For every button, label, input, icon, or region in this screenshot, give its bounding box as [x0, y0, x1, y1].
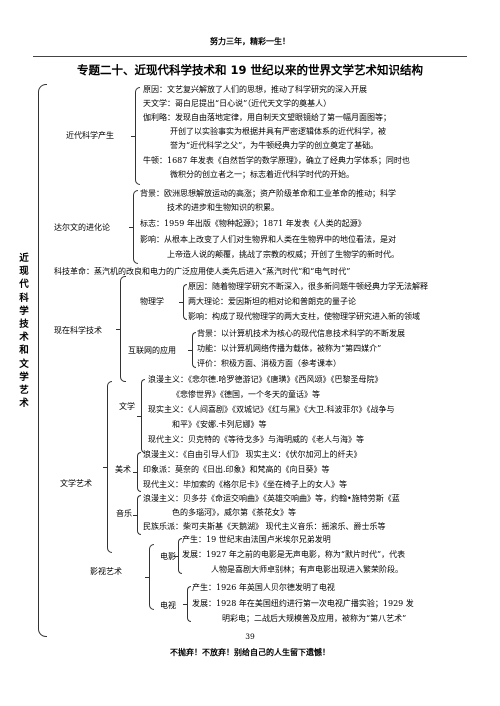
modern-science-line: 微积分的创立者之一；标志着近代科学时代的开始。 [170, 170, 354, 179]
label-music: 音乐 [116, 509, 132, 518]
literature-line: 现代主义：贝克特的《等待戈多》与海明威的《老人与海》等 [148, 435, 364, 444]
brace-film [174, 538, 182, 574]
darwin-line: 背景：欧洲思想解放运动的高涨；资产阶级革命和工业革命的推动；科学 [140, 189, 396, 198]
side-title-char: 术 [19, 332, 29, 344]
physics-line: 原因：随着物理学研究不断深入，很多新问题牛顿经典力学无法解释 [188, 282, 428, 291]
label-modern-science: 近代科学产生 [66, 131, 114, 140]
tv-line: 明彩电；二战后大规模普及应用，被称为“第八艺术” [222, 614, 407, 623]
modern-science-line: 原因：文艺复兴解放了人们的思想，推动了科学研究的深入开展 [143, 85, 367, 94]
darwin-line: 标志：1959 年出版《物种起源》；1871 年发表《人类的起源》 [140, 219, 366, 228]
brace-tv [183, 586, 191, 622]
internet-line: 评价：积极方面、消极方面（参考课本） [197, 359, 341, 368]
music-line: 民族乐派：柴可夫斯基《天鹅湖》 现代主义音乐：摇滚乐、爵士乐等 [143, 522, 386, 531]
side-title-char: 学 [19, 305, 29, 317]
label-internet: 互联网的应用 [128, 346, 176, 355]
label-film-tv: 影视艺术 [90, 567, 122, 576]
label-literature: 文学 [119, 402, 135, 411]
tech-revolution-line: 科技革命：蒸汽机的改良和电力的广泛应用使人类先后进入“蒸汽时代”和“电气时代” [54, 267, 351, 276]
brace-literature [137, 379, 145, 453]
film-line: 产生：19 世纪末由法国卢米埃尔兄弟发明 [182, 535, 331, 544]
literature-line: 现实主义：《人间喜剧》《双城记》《红与黑》《大卫.科波菲尔》《战争与 [148, 405, 395, 414]
label-film: 电影 [160, 552, 176, 561]
music-line: 浪漫主义：贝多芬《命运交响曲》《英雄交响曲》等，约翰•施特劳斯《蓝 [143, 494, 400, 503]
side-vertical-title: 近 现 代 科 学 技 术 和 文 学 艺 术 [18, 252, 30, 410]
brace-film-tv [145, 544, 154, 610]
tv-line: 发展：1928 年在美国纽约进行第一次电视广播实验；1929 发 [192, 599, 414, 608]
brace-music [133, 495, 141, 535]
page-number: 39 [245, 632, 255, 641]
side-title-char: 术 [19, 398, 29, 410]
label-darwin: 达尔文的进化论 [54, 223, 110, 232]
header-divider [33, 56, 467, 57]
label-fine-art: 美术 [115, 465, 131, 474]
page-title: 专题二十、近现代科学技术和 19 世纪以来的世界文学艺术知识结构 [76, 63, 423, 77]
header-motto: 努力三年，精彩一生！ [210, 37, 290, 46]
music-line: 色的多瑙河》，威尔第《茶花女》等 [172, 508, 296, 517]
darwin-line: 技术的进步和生物知识的积累。 [167, 203, 279, 212]
label-physics: 物理学 [140, 297, 164, 306]
brace-physics [179, 284, 187, 320]
brace-modern-science [131, 87, 140, 185]
modern-science-line: 牛顿：1687 年发表《自然哲学的数学原理》，确立了经典力学体系；同时也 [143, 156, 410, 165]
literature-line: 浪漫主义：《悲尔德.哈罗德游记》《唐璜》《西风颂》《巴黎圣母院》 [148, 375, 383, 384]
fine-art-line: 现代主义：毕加索的《格尔尼卡》《坐在椅子上的女人》等 [143, 480, 347, 489]
label-tv: 电视 [160, 601, 176, 610]
modern-science-line: 天文学：哥白尼提出“日心说”（近代天文学的奠基人） [143, 99, 332, 108]
tv-line: 产生：1926 年英国人贝尔德发明了电视 [192, 583, 335, 592]
film-line: 发展：1927 年之前的电影是无声电影，称为“默片时代”，代表 [182, 550, 406, 559]
internet-line: 背景：以计算机技术为核心的现代信息技术科学的不断发展 [197, 329, 405, 338]
side-title-char: 近 [19, 253, 29, 264]
film-line: 人物是喜剧大师卓别林；有声电影出现进入繁荣阶段。 [211, 565, 403, 574]
literature-line: 和平》《安娜.卡列尼娜》等 [172, 420, 267, 429]
fine-art-line: 浪漫主义：《自由引导人们》 现实主义：《伏尔加河上的纤夫》 [143, 450, 362, 459]
side-title-char: 现 [19, 266, 29, 278]
literature-line: 《悲惨世界》《德国，一个冬天的童话》等 [172, 390, 320, 399]
internet-line: 功能：以计算机网络传播为载体，被称为“第四媒介” [197, 344, 382, 353]
side-title-char: 和 [19, 345, 29, 357]
modern-science-line: 誉为“近代科学之父”，为牛顿经典力学的创立奠定了基础。 [170, 141, 379, 150]
brace-internet [188, 332, 196, 368]
darwin-line: 上帝造人说的颠覆，挑战了宗教的权威；开创了生物学的新时代。 [167, 250, 399, 259]
main-brace [38, 84, 47, 637]
footer-motto: 不抛弃！不放弃！别给自己的人生留下遗憾！ [170, 648, 330, 657]
side-title-char: 科 [19, 292, 29, 304]
side-title-char: 技 [19, 319, 29, 331]
label-literature-art: 文学艺术 [60, 479, 92, 488]
darwin-line: 影响：从根本上改变了人们对生物界和人类在生物界中的地位看法，是对 [140, 235, 396, 244]
side-title-char: 学 [19, 371, 29, 383]
brace-fine-art [133, 452, 141, 492]
fine-art-line: 印象派：莫奈的《日出.印象》和梵高的《向日葵》等 [143, 465, 330, 474]
brace-darwin [129, 190, 138, 264]
side-title-char: 艺 [19, 385, 29, 397]
physics-line: 影响：构成了现代物理学的两大支柱，使物理学研究进入新的领域 [188, 312, 420, 321]
modern-science-line: 开创了以实验事实为根据并具有严密逻辑体系的近代科学，被 [170, 127, 386, 136]
side-title-char: 文 [19, 358, 29, 370]
side-title-char: 代 [19, 279, 29, 291]
physics-line: 两大理论：爱因斯坦的相对论和普朗克的量子论 [188, 297, 356, 306]
modern-science-line: 伽利略：发现自由落地定律，用自制天文望眼镜给了第一幅月面图等； [143, 113, 391, 122]
brace-modern-sci-tech [116, 276, 126, 382]
brace-literature-art [103, 381, 112, 553]
label-modern-sci-tech: 现在科学技术 [54, 326, 102, 335]
